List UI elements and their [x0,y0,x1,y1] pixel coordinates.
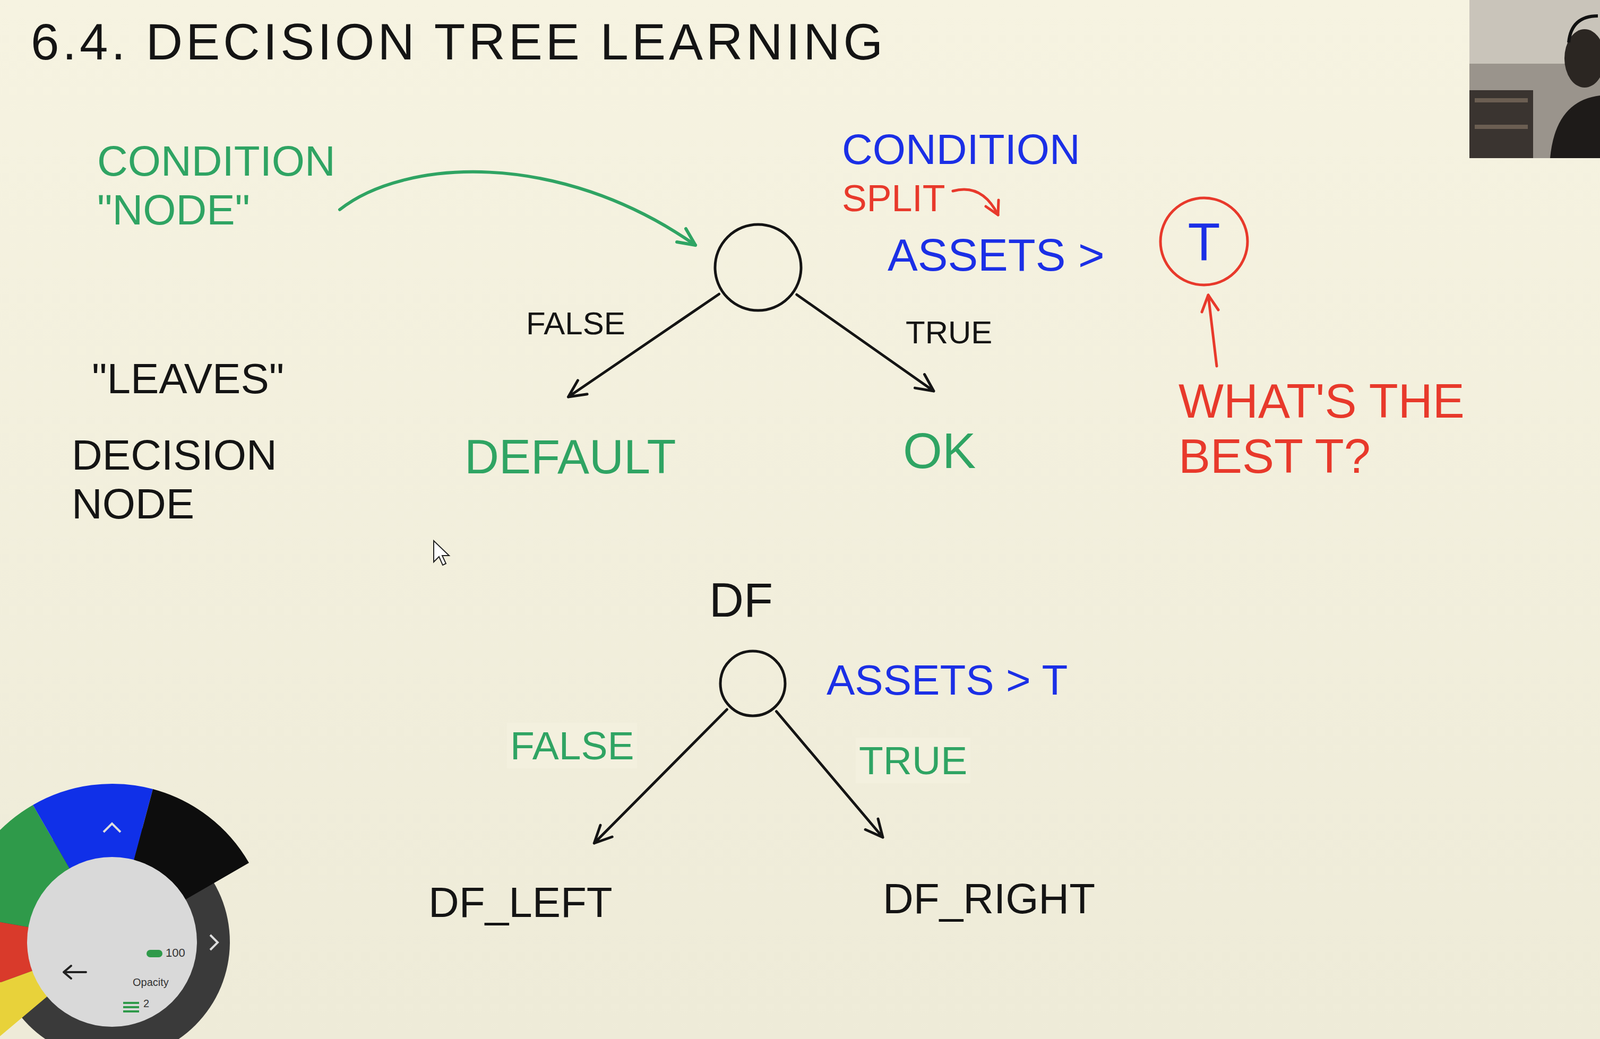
note-label: "LEAVES" [91,354,285,404]
arrow-head [985,200,999,215]
node-text: DF_LEFT [428,878,613,928]
condition-node: DFASSETS > T [718,649,788,719]
leaf-node: DF_LEFT [428,878,613,928]
mouse-cursor [433,540,450,566]
note-label: CONDITION [841,125,1081,175]
webcam-thumbnail [1469,0,1600,159]
chevron-right [210,935,218,951]
edge-label: TRUE [855,737,971,784]
shelf [1474,98,1528,103]
condition-node: T [1158,195,1250,288]
node-outline [718,649,788,719]
back-arrow-icon [63,966,86,979]
toggle-icon [146,950,163,958]
pen-tool-wheel [0,784,249,1039]
width-icon [123,1003,140,1012]
headset [1568,15,1598,43]
node-text: DEFAULT [464,429,677,486]
node-text: OK [902,422,977,480]
circle-outline [715,224,802,311]
note-label: 2 [143,998,150,1011]
node-text: DF_RIGHT [882,874,1096,924]
title: 6.4. DECISION TREE LEARNING [30,12,886,72]
leader-arrow [952,189,999,215]
node-text: ASSETS > T [826,656,1068,705]
wheel-center [27,857,197,1028]
node-outline [712,222,804,313]
person-body [1550,95,1600,159]
note-label: Opacity [132,976,169,989]
edge-label: FALSE [522,305,629,342]
note-label: CONDITION "NODE" [97,136,352,235]
circle-outline [720,651,786,717]
leaf-node: DF_RIGHT [882,874,1096,924]
leader-arrow [339,171,696,246]
leaf-node: OK [902,422,977,481]
node-text: DF [709,573,773,629]
note-label: WHAT'S THE BEST T? [1178,374,1519,485]
bookshelf [1469,90,1534,159]
arrow-head [1201,295,1219,313]
shelf [1474,124,1528,129]
note-label: 100 [165,946,186,960]
node-text: T [1158,195,1250,288]
edge-label: FALSE [506,723,638,769]
note-label: SPLIT [841,177,946,221]
chevron-up [103,823,121,833]
edge-label: TRUE [902,314,996,351]
condition-node: ASSETS > [712,222,804,313]
node-text: ASSETS > [887,229,1105,282]
leaf-node: DEFAULT [464,429,677,486]
note-label: DECISION NODE [71,431,306,529]
arrow-head [676,228,696,246]
